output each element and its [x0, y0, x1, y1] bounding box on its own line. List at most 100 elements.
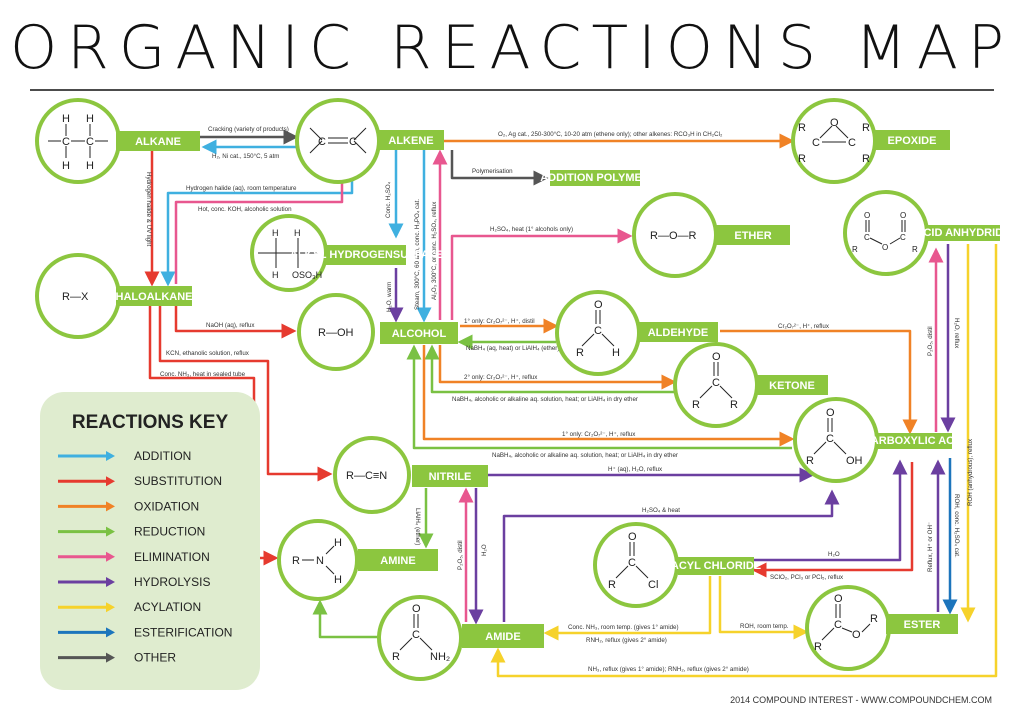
svg-text:C: C — [349, 136, 357, 148]
cond-nitrile-hydrolysis: H⁺ (aq), H₂O, reflux — [608, 466, 663, 473]
alkane-label: ALKANE — [135, 136, 181, 148]
arrow-acyl-to-ester — [718, 576, 809, 640]
acid-anhydride-pill[interactable] — [926, 225, 1000, 241]
amine-label: AMINE — [380, 555, 415, 567]
arrow-haloalkane-to-alcohol — [174, 306, 297, 339]
arrow-haloalkane-to-nitrile — [158, 306, 333, 482]
nitrile-pill[interactable] — [412, 465, 488, 487]
svg-text:O: O — [594, 299, 603, 311]
cond-ox-ketone: 2° only: Cr₂O₇²⁻, H⁺, reflux — [464, 374, 538, 381]
cond-hydrogenation: H₂, Ni cat., 150°C, 5 atm — [212, 153, 279, 160]
cond-conc-h2so4: Conc. H₂SO₄ — [385, 181, 392, 218]
alkyl-hydrogensulfate-pill[interactable] — [326, 245, 406, 265]
key-arrowhead-oxidation — [106, 501, 115, 512]
key-arrowhead-hydrolysis — [106, 577, 115, 587]
svg-text:Cl: Cl — [648, 579, 658, 591]
cond-p2o5: P₂O₅, distil — [457, 540, 464, 570]
carboxylic-acid-pill[interactable] — [876, 433, 952, 449]
svg-text:C: C — [86, 136, 94, 148]
key-label-esterification: ESTERIFICATION — [134, 625, 232, 639]
aldehyde-pill[interactable] — [638, 322, 718, 342]
svg-text:H: H — [86, 113, 94, 125]
svg-text:O: O — [830, 117, 839, 129]
key-arrowhead-esterification — [106, 627, 115, 638]
amine-structure: R N H H — [292, 537, 342, 586]
ether-label: ETHER — [734, 230, 771, 242]
cond-red-acid: NaBH₄, alcoholic or alkaline aq. solutio… — [492, 452, 678, 459]
cond-acyl-formation: SClO₂, PCl₃ or PCl₅, reflux — [770, 574, 844, 581]
cond-acyl-hydrolysis: H₂O — [828, 551, 840, 558]
svg-text:R: R — [798, 122, 806, 134]
svg-text:C: C — [594, 325, 602, 337]
alkene-circle — [295, 98, 381, 184]
reactions-key-panel — [40, 392, 260, 690]
acyl-chloride-structure: O C R Cl — [608, 531, 658, 591]
key-label-hydrolysis: HYDROLYSIS — [134, 575, 210, 589]
arrow-ketone-to-alcohol — [424, 344, 676, 394]
cond-red-aldehyde: NaBH₄ (aq, heat) or LiAlH₄ (ether) — [466, 345, 559, 352]
alkene-label: ALKENE — [388, 135, 433, 147]
svg-text:OH: OH — [846, 455, 863, 467]
svg-text:R: R — [870, 613, 878, 625]
cond-h2o-warm: H₂O, warm — [386, 282, 393, 312]
svg-text:R: R — [814, 641, 822, 653]
svg-text:H: H — [612, 347, 620, 359]
svg-text:H: H — [294, 228, 301, 238]
svg-text:O: O — [834, 593, 843, 605]
haloalkane-pill[interactable] — [116, 286, 192, 306]
cond-cracking: Cracking (variety of products) — [208, 126, 289, 133]
cond-h2o-nitrile: H₂O — [481, 544, 488, 556]
svg-text:R: R — [862, 153, 870, 165]
svg-text:R: R — [392, 651, 400, 663]
epoxide-pill[interactable] — [874, 130, 950, 150]
arrow-amide-to-amine — [312, 599, 378, 639]
alkane-pill[interactable] — [116, 131, 200, 151]
amine-pill[interactable] — [358, 549, 438, 571]
key-arrowhead-addition — [106, 451, 115, 461]
cond-aldehyde-to-acid: Cr₂O₇²⁻, H⁺, reflux — [778, 323, 830, 330]
svg-text:C: C — [318, 136, 326, 148]
cond-ester-acyl: ROH, room temp. — [740, 623, 789, 630]
reactions-key: REACTIONS KEY ADDITIONSUBSTITUTIONOXIDAT… — [40, 392, 260, 690]
cond-hot-koh: Hot, conc. KOH, alcoholic solution — [198, 206, 292, 213]
key-label-other: OTHER — [134, 651, 176, 665]
svg-text:O: O — [900, 211, 906, 220]
alcohol-pill[interactable] — [380, 322, 458, 344]
svg-text:C: C — [834, 619, 842, 631]
arrow-aldehyde-to-acid — [720, 329, 918, 435]
cond-naoh: NaOH (aq), reflux — [206, 322, 255, 329]
acyl-chloride-pill[interactable] — [678, 557, 754, 575]
ether-pill[interactable] — [716, 225, 790, 245]
footer-credit: 2014 COMPOUND INTEREST - WWW.COMPOUNDCHE… — [730, 695, 992, 705]
cond-dehydration: Al₂O₃ 300°C, or conc. H₂SO₄, reflux — [431, 201, 438, 300]
ether-structure: R—O—R — [650, 230, 697, 242]
alkene-pill[interactable] — [378, 130, 444, 150]
cond-nh3-sealed: Conc. NH₃, heat in sealed tube — [160, 371, 246, 378]
alkene-structure: C C — [309, 127, 367, 154]
cond-ox-acid: 1° only: Cr₂O₇²⁻, H⁺, reflux — [562, 431, 636, 438]
cond-lialh4-nitrile: LiAlH₄ (ether) — [414, 508, 421, 545]
svg-text:H: H — [334, 574, 342, 586]
amide-pill[interactable] — [462, 624, 544, 648]
cond-halogenation: Hydrogen halide & UV light — [145, 172, 152, 247]
svg-text:R: R — [608, 579, 616, 591]
svg-text:R: R — [806, 455, 814, 467]
key-arrowhead-other — [106, 652, 115, 663]
svg-text:C: C — [62, 136, 70, 148]
epoxide-circle — [791, 98, 877, 184]
epoxide-structure: O C C R R R R — [798, 117, 870, 165]
alcohol-circle — [297, 293, 375, 371]
cond-anhydride-roh: ROH (anhydrous), reflux — [967, 438, 974, 506]
addition-polymer-pill[interactable] — [550, 170, 640, 186]
ketone-pill[interactable] — [756, 375, 828, 395]
ester-label: ESTER — [904, 619, 941, 631]
svg-text:H: H — [272, 228, 279, 238]
cond-amide-acyl-2: RNH₂, reflux (gives 2° amide) — [586, 637, 667, 644]
ester-pill[interactable] — [886, 614, 958, 634]
carboxylic-acid-label: CARBOXYLIC ACID — [863, 435, 965, 447]
haloalkane-label: HALOALKANE — [116, 291, 193, 303]
svg-text:H: H — [86, 160, 94, 172]
cond-ester-hydrolysis: Reflux, H⁺ or OH⁻ — [927, 522, 934, 572]
cond-steam: Steam, 300°C, 60 atm, conc. H₃PO₄ cat. — [414, 199, 421, 310]
